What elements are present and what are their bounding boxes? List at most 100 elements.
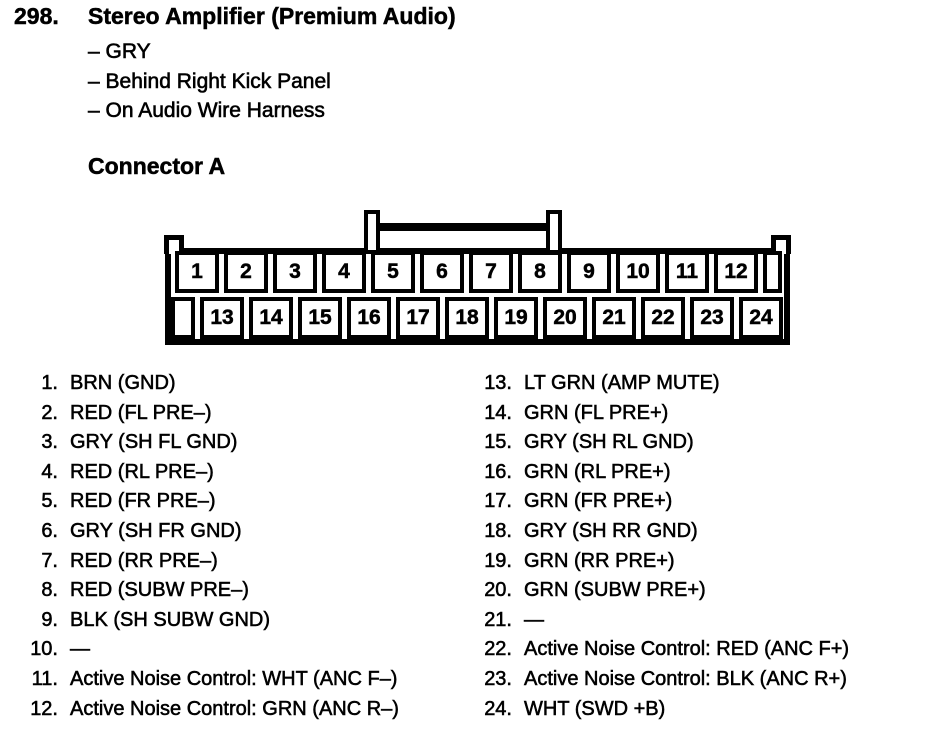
pin-description: —	[524, 608, 545, 631]
connector-pin-cell: 3	[273, 251, 317, 293]
pin-description: GRN (SUBW PRE+)	[524, 579, 706, 602]
connector-pin-cell: 11	[665, 251, 709, 293]
pin-list-row: 21.—	[468, 606, 849, 636]
pin-list-row: 14.GRN (FL PRE+)	[468, 399, 849, 429]
pin-number: 9.	[41, 608, 58, 631]
pin-list-row: 9. BLK (SH SUBW GND)	[14, 606, 399, 636]
connector-pin-cell: 7	[469, 251, 513, 293]
location-details: – GRY– Behind Right Kick Panel– On Audio…	[88, 37, 331, 126]
connector-latch-bar	[376, 223, 551, 231]
pin-description: LT GRN (AMP MUTE)	[524, 372, 720, 395]
pin-description: Active Noise Control: GRN (ANC R–)	[70, 697, 400, 720]
pin-list-row: 10. —	[14, 635, 399, 665]
connector-corner-tab-left	[164, 235, 184, 254]
location-detail-line: – GRY	[88, 40, 151, 64]
connector-pin-cell: 1	[175, 251, 219, 293]
connector-pin-cell: 14	[249, 297, 293, 339]
pin-number: 14.	[484, 401, 512, 424]
connector-pin-cell: 8	[518, 251, 562, 293]
pin-list-row: 13. LT GRN (AMP MUTE)	[468, 369, 849, 399]
pin-description: Active Noise Control: BLK (ANC R+)	[524, 667, 847, 691]
connector-pin-cell: 19	[494, 297, 538, 339]
pin-number: 1.	[41, 372, 58, 395]
pin-number: 18.	[484, 519, 512, 543]
pin-number: 11.	[31, 667, 58, 691]
pin-number: 10.	[30, 638, 58, 661]
pin-number: 6.	[41, 519, 58, 543]
pin-description: Active Noise Control: WHT (ANC F–)	[70, 667, 398, 691]
connector-pin-cell: 12	[714, 251, 758, 293]
pin-list-row: 1. BRN (GND)	[14, 369, 399, 399]
pin-list-row: 8. RED (SUBW PRE–)	[14, 576, 399, 606]
pin-description: GRY (SH RL GND)	[524, 431, 694, 454]
location-detail-line: – On Audio Wire Harness	[88, 99, 326, 123]
pin-number: 2.	[41, 401, 58, 424]
connector-pin-cell: 22	[641, 297, 685, 339]
connector-pin-cell: 21	[592, 297, 636, 339]
pin-list-row: 16. GRN (RL PRE+)	[468, 458, 849, 488]
pin-number: 8.	[41, 579, 58, 602]
pin-description: RED (FL PRE–)	[70, 401, 212, 424]
pin-list-row: 22. Active Noise Control: RED (ANC F+)	[468, 635, 849, 665]
pin-number: 5.	[41, 490, 58, 513]
pin-number: 24.	[484, 697, 512, 720]
pin-list-row: 19. GRN (RR PRE+)	[468, 547, 849, 577]
pin-description: GRN (RL PRE+)	[524, 460, 671, 484]
connector-blank-cell	[763, 251, 782, 293]
pin-number: 23.	[484, 667, 512, 691]
connector-pin-cell: 2	[224, 251, 268, 293]
connector-pin-cell: 6	[420, 251, 464, 293]
pin-number: 19.	[484, 549, 512, 572]
pin-list-row: 15. GRY (SH RL GND)	[468, 428, 849, 458]
pin-number: 15.	[484, 431, 512, 454]
pin-description: BLK (SH SUBW GND)	[70, 608, 271, 631]
pin-description: RED (FR PRE–)	[70, 490, 216, 513]
connector-pin-cell: 16	[347, 297, 391, 339]
section-number: 298.	[14, 3, 59, 30]
pin-description: BRN (GND)	[70, 372, 176, 395]
pin-description: Active Noise Control: RED (ANC F+)	[524, 638, 850, 661]
connector-pin-cell: 24	[739, 297, 783, 339]
pin-list-row: 20. GRN (SUBW PRE+)	[468, 576, 849, 606]
connector-pin-cell: 13	[200, 297, 244, 339]
pin-number: 7.	[41, 549, 58, 572]
pin-list-row: 17. GRN (FR PRE+)	[468, 487, 849, 517]
pin-number: 22.	[484, 638, 512, 661]
pin-list-row: 6. GRY (SH FR GND)	[14, 517, 399, 547]
pin-list-right: 13. LT GRN (AMP MUTE) 14.GRN (FL PRE+)15. G…	[468, 369, 849, 724]
pin-list-left: 1. BRN (GND) 2. RED (FL PRE–) 3.GRY (SH FL G…	[14, 369, 399, 724]
pin-number: 13.	[484, 372, 512, 395]
pin-number: 17.	[484, 490, 512, 513]
connector-latch-post-left	[364, 210, 380, 254]
pin-description: GRY (SH RR GND)	[524, 519, 698, 543]
pin-description: RED (SUBW PRE–)	[70, 579, 249, 602]
pin-number: 12.	[30, 697, 58, 720]
pin-list-row: 12. Active Noise Control: GRN (ANC R–)	[14, 695, 399, 725]
pin-number: 4.	[41, 460, 58, 484]
pin-description: GRY (SH FR GND)	[70, 519, 242, 543]
connector-blank-cell	[171, 297, 195, 339]
connector-pin-cell: 4	[322, 251, 366, 293]
pin-list-row: 18. GRY (SH RR GND)	[468, 517, 849, 547]
connector-pin-cell: 18	[445, 297, 489, 339]
pin-number: 3.	[41, 431, 58, 454]
pin-list-row: 2. RED (FL PRE–)	[14, 399, 399, 429]
pin-description: GRN (FR PRE+)	[524, 490, 673, 513]
pin-number: 20.	[484, 579, 512, 602]
connector-pin-cell: 17	[396, 297, 440, 339]
connector-pin-cell: 15	[298, 297, 342, 339]
connector-pin-cell: 5	[371, 251, 415, 293]
pin-list-row: 7.RED (RR PRE–)	[14, 547, 399, 577]
pin-number: 16.	[484, 460, 512, 484]
page-title: Stereo Amplifier (Premium Audio)	[88, 3, 456, 30]
pin-list-row: 3.GRY (SH FL GND)	[14, 428, 399, 458]
pin-description: —	[70, 638, 91, 661]
section-heading: 298. Stereo Amplifier (Premium Audio)	[14, 3, 456, 30]
pin-description: RED (RL PRE–)	[70, 460, 214, 484]
pin-description: GRN (RR PRE+)	[524, 549, 675, 572]
pin-list-row: 11. Active Noise Control: WHT (ANC F–)	[14, 665, 399, 695]
